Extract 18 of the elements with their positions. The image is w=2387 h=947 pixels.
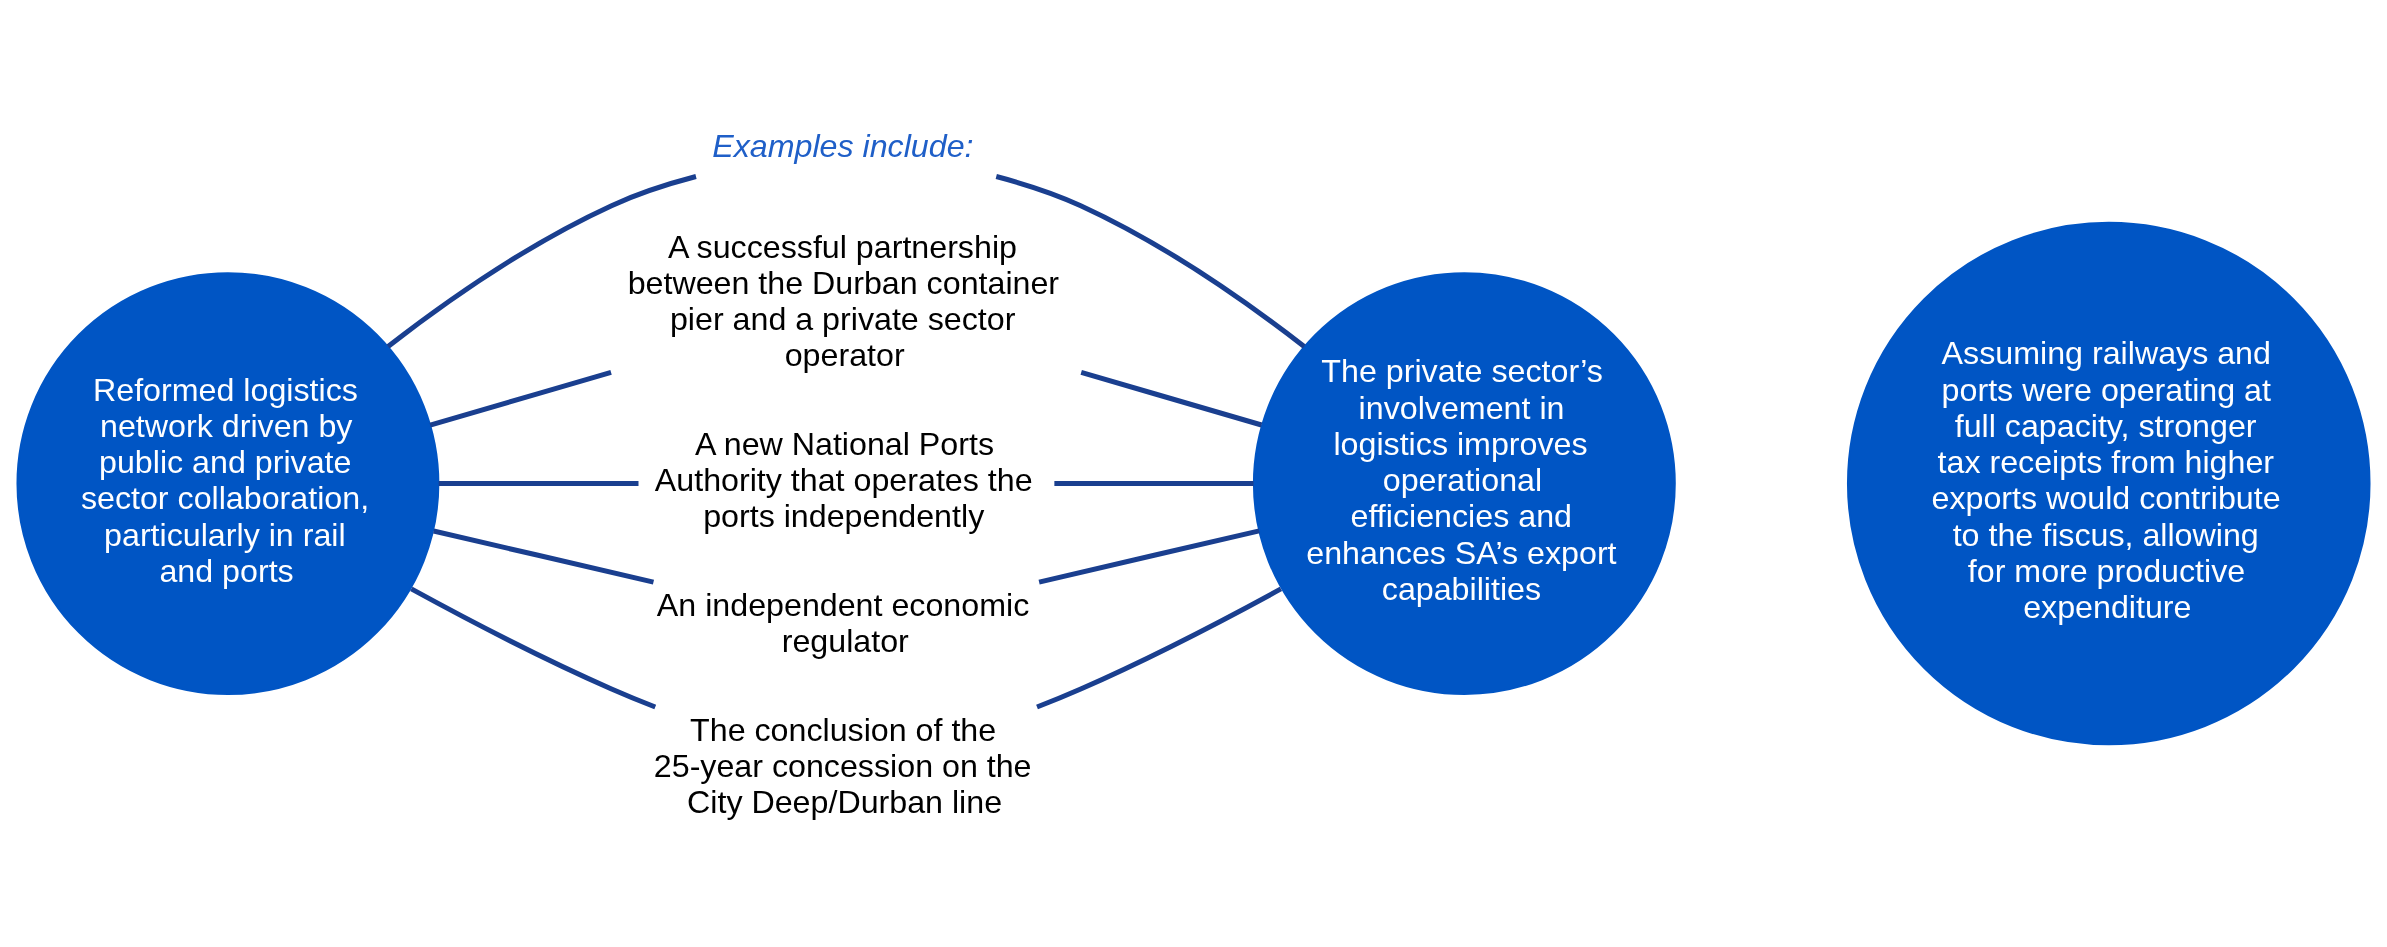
connector [438, 481, 639, 487]
node-text: An independent economic regulator [656, 587, 1030, 660]
node-text: A new National Ports Authority that operates the ports independently [654, 425, 1033, 535]
node-circle: Assuming railways and ports were operating at full capacity, stronger tax receipts from higher exports would contribute to the fiscus, allowing for more productive expenditure [1846, 221, 2371, 746]
connector [433, 528, 655, 585]
connector [1080, 369, 1263, 428]
connector [410, 586, 657, 710]
node-text: A successful partnership between the Durban container pier and a private sector operator [627, 228, 1060, 374]
node-circle: The private sector’s involvement in logistics improves operational efficiencies and enhances SA’s export capabilities [1252, 272, 1676, 695]
connector [429, 369, 612, 428]
node-text: The conclusion of the 25-year concession on the City Deep/Durban line [653, 711, 1032, 821]
node-circle: Reformed logistics network driven by public and private sector collaboration, particularly in rail and ports [16, 272, 440, 695]
connector [1036, 586, 1283, 710]
connector [1054, 481, 1254, 487]
connector [386, 174, 697, 349]
node-text: Examples include: [712, 127, 974, 164]
connector [995, 174, 1306, 349]
connector [1038, 528, 1260, 585]
